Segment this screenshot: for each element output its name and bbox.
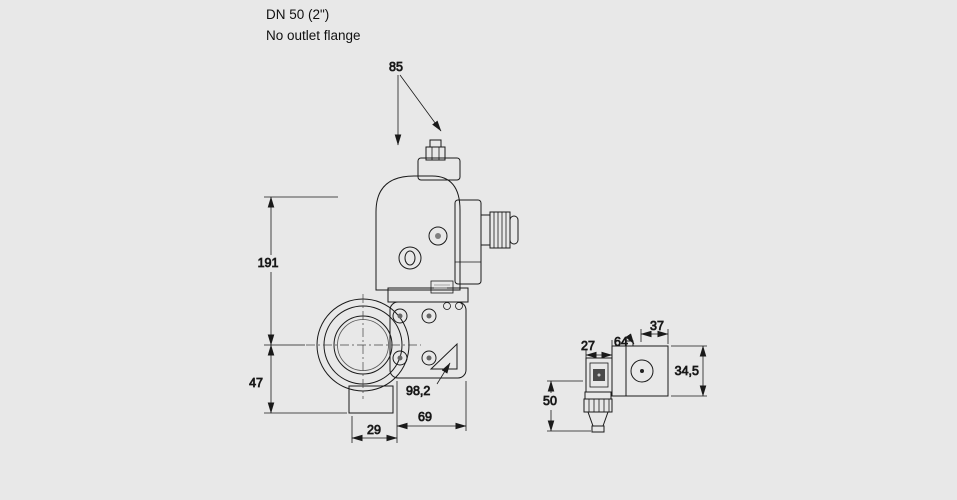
dim-bottom-offset: 29 xyxy=(367,423,381,437)
solenoid-top-view xyxy=(583,340,669,433)
bolt-center xyxy=(426,355,432,361)
dim-connector-width: 27 xyxy=(581,339,595,353)
valve-front-view xyxy=(306,139,519,414)
body-bolts xyxy=(392,302,463,366)
dome-detail-circle xyxy=(428,226,448,246)
gland-taper xyxy=(587,411,609,427)
mounting-plate xyxy=(387,287,469,303)
dim-upper-height: 191 xyxy=(258,256,279,270)
front-view-dimensions: 85 191 47 29 69 98,2 xyxy=(249,60,467,443)
gland-tip xyxy=(591,425,605,433)
gland-locknut xyxy=(480,214,491,246)
coil-center-circle xyxy=(630,359,654,383)
solenoid-actuator-dome xyxy=(375,175,461,291)
bolt-circle xyxy=(392,308,408,324)
cable-gland xyxy=(480,211,519,249)
gland-locknut xyxy=(584,391,612,400)
dim-leader-line xyxy=(399,74,442,132)
bolt-circle xyxy=(421,308,437,324)
connector-socket-inner xyxy=(589,362,609,388)
connector-pin xyxy=(597,373,601,377)
dim-leader-line xyxy=(436,362,451,385)
dim-diagonal: 98,2 xyxy=(406,384,430,398)
coil-center-dot xyxy=(640,369,644,373)
inlet-stub xyxy=(348,385,394,414)
connector-cable-gland xyxy=(583,391,613,433)
dim-connector-height: 50 xyxy=(543,394,557,408)
bolt-center xyxy=(426,313,432,319)
dim-side-height: 34,5 xyxy=(675,364,699,378)
dome-hinge-circle xyxy=(398,246,422,270)
product-size-label: DN 50 (2") xyxy=(266,7,329,22)
screw-circle xyxy=(455,302,463,310)
dim-bottom-width: 69 xyxy=(418,410,432,424)
dome-hinge-inner xyxy=(404,250,416,266)
bolt-center xyxy=(397,313,403,319)
dim-top-offset: 64 xyxy=(614,335,628,349)
bolt-circle xyxy=(392,350,408,366)
top-view-dimensions: 27 64 37 34,5 50 xyxy=(543,319,707,432)
nut-cap xyxy=(429,139,442,148)
gland-tip xyxy=(509,215,519,245)
section-hatch xyxy=(429,342,458,370)
terminal-box xyxy=(454,199,482,285)
dim-leader-line xyxy=(625,333,635,345)
bolt-circle xyxy=(421,350,437,366)
product-variant-label: No outlet flange xyxy=(266,28,361,43)
gland-ribbed-body xyxy=(583,398,613,413)
dim-lower-height: 47 xyxy=(249,376,263,390)
dome-detail-dot xyxy=(435,233,441,239)
dim-right-width: 37 xyxy=(650,319,664,333)
gland-ribbed-body xyxy=(489,211,511,249)
bolt-center xyxy=(397,355,403,361)
type-label-plate xyxy=(430,280,454,294)
dim-top-width: 85 xyxy=(389,60,403,74)
screw-circle xyxy=(443,302,451,310)
